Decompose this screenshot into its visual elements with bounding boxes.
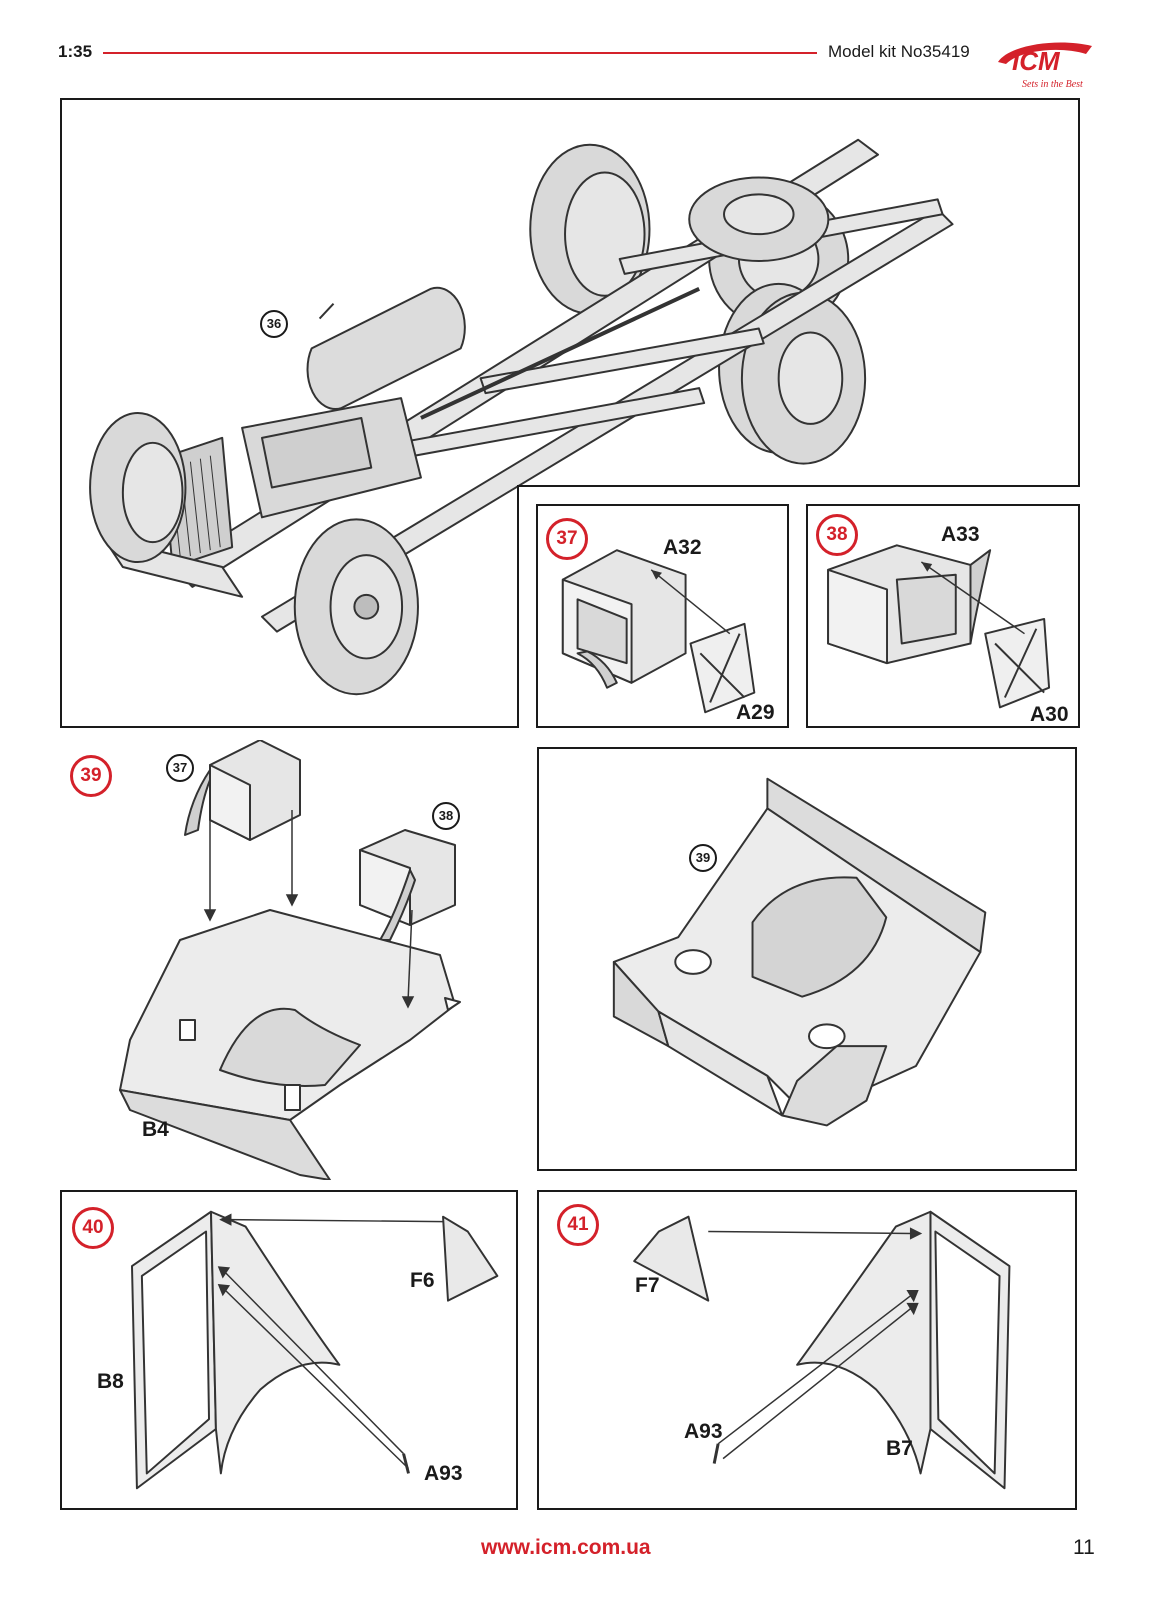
part-label-a30: A30 [1030, 703, 1069, 726]
icm-logo: ICM Sets in the Best [990, 32, 1100, 92]
step-ref-37: 37 [166, 754, 194, 782]
part-a33-a30-illustration [827, 544, 1051, 709]
panel-step-38: 38 A33 A30 [806, 504, 1080, 728]
step-ref-39: 39 [689, 844, 717, 872]
scale-label: 1:35 [58, 42, 93, 61]
floor-b4-assembly-illustration [119, 740, 461, 1180]
website-link[interactable]: www.icm.com.ua [481, 1536, 651, 1559]
part-label-a32: A32 [663, 536, 702, 559]
part-label-a93-left: A93 [424, 1462, 463, 1485]
icm-logo-icon: ICM Sets in the Best [998, 42, 1092, 90]
kit-number: Model kit No35419 [828, 42, 970, 61]
part-label-b8: B8 [97, 1370, 124, 1393]
part-a32-a29-illustration [561, 549, 756, 714]
step-number-37: 37 [546, 518, 588, 560]
side-panel-b7-illustration [633, 1210, 1011, 1490]
assembled-floor-illustration [612, 777, 987, 1127]
brand-tagline: Sets in the Best [1022, 79, 1083, 90]
panel-step-40: 40 F6 B8 A93 [60, 1190, 518, 1510]
step-ref-36: 36 [260, 310, 288, 338]
brand-text: ICM [1012, 46, 1061, 76]
side-panel-b8-illustration [131, 1210, 499, 1490]
part-label-a93-right: A93 [684, 1420, 723, 1443]
step-ref-38: 38 [432, 802, 460, 830]
panel-step-39: 39 37 38 B4 [60, 740, 520, 1180]
part-label-a33: A33 [941, 523, 980, 546]
panel-step-36: 36 [60, 98, 1080, 728]
step-number-39: 39 [70, 755, 112, 797]
panel-step-39-result: 39 [537, 747, 1077, 1171]
page-number: 11 [1073, 1536, 1095, 1559]
step-number-40: 40 [72, 1207, 114, 1249]
panel-step-37: 37 A32 A29 [536, 504, 789, 728]
part-label-f6: F6 [410, 1269, 435, 1292]
step-number-41: 41 [557, 1204, 599, 1246]
part-label-b4: B4 [142, 1118, 169, 1141]
panel-step-41: 41 F7 A93 B7 [537, 1190, 1077, 1510]
step-number-38: 38 [816, 514, 858, 556]
header-rule [103, 52, 817, 54]
part-label-f7: F7 [635, 1274, 660, 1297]
chassis-illustration [89, 138, 954, 696]
part-label-a29: A29 [736, 701, 775, 724]
part-label-b7: B7 [886, 1437, 913, 1460]
